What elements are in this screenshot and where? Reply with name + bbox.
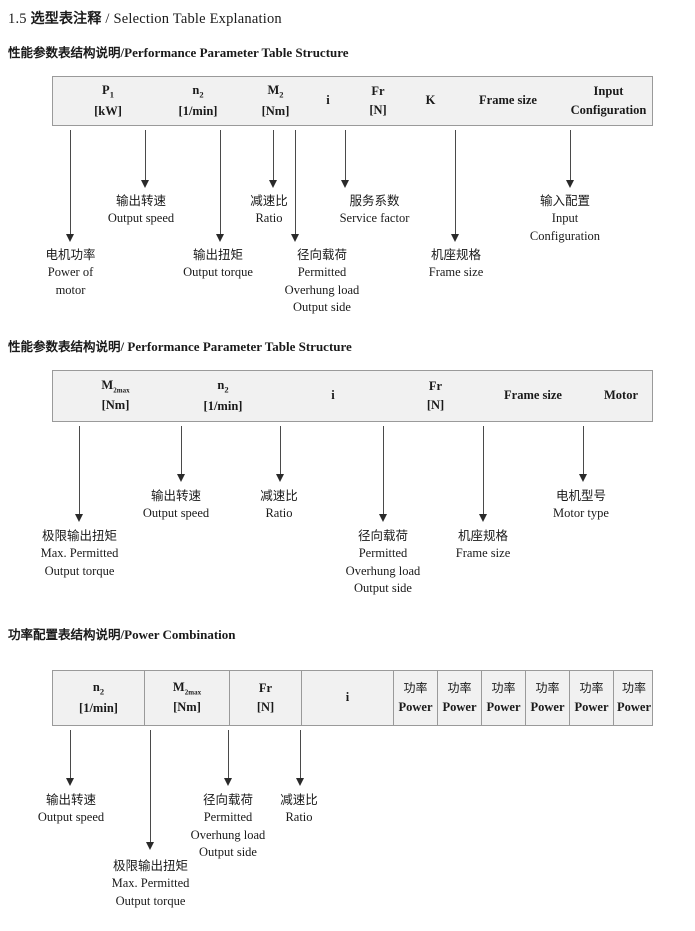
annotation-service-factor: 服务系数 Service factor bbox=[339, 193, 410, 225]
table2-cell-m2max: M2max [Nm] bbox=[53, 371, 178, 421]
annotation-permitted-overhung-load-3: 径向载荷 Permitted Overhung load Output side bbox=[190, 792, 266, 860]
table2-cell-n2-unit: [1/min] bbox=[203, 398, 243, 413]
table3-cell-power-6: 功率 Power bbox=[616, 681, 651, 714]
table3-cell-n2-unit: [1/min] bbox=[79, 700, 118, 715]
table3-cell-power-5: 功率 Power bbox=[570, 671, 614, 725]
section3-title-en: Power Combination bbox=[124, 627, 236, 642]
table2-cell-i: i bbox=[331, 388, 335, 403]
table1-cell-m2-unit: [Nm] bbox=[261, 103, 290, 118]
section3-title-cn: 功率配置表结构说明 bbox=[8, 627, 121, 642]
arrow-permitted-overhung-load-3 bbox=[223, 730, 234, 786]
arrow-service-factor bbox=[340, 130, 351, 188]
arrow-output-torque bbox=[215, 130, 226, 242]
arrow-frame-size-2 bbox=[478, 426, 489, 522]
table1-cell-n2-unit: [1/min] bbox=[178, 103, 218, 118]
table1-cell-input-configuration-line2: Configuration bbox=[570, 103, 647, 117]
table1-cell-fr: Fr [N] bbox=[348, 77, 408, 125]
table1-cell-i: i bbox=[326, 93, 330, 108]
section-title-power-combination: 功率配置表结构说明/Power Combination bbox=[8, 624, 236, 643]
arrow-max-permitted-output-torque bbox=[74, 426, 85, 522]
arrow-motor-type bbox=[578, 426, 589, 482]
table3-cell-m2max-unit: [Nm] bbox=[173, 700, 201, 715]
arrow-permitted-overhung-load-2 bbox=[378, 426, 389, 522]
performance-parameter-table-1: P1 [kW] n2 [1/min] M2 [Nm] i Fr [N] K Fr… bbox=[52, 76, 653, 126]
section-title-cn: 性能参数表结构说明 bbox=[8, 45, 121, 60]
annotation-ratio-2: 减速比 Ratio bbox=[260, 488, 298, 520]
annotation-output-speed-2: 输出转速 Output speed bbox=[142, 488, 210, 520]
section-title-en: Performance Parameter Table Structure bbox=[124, 45, 349, 60]
arrow-ratio bbox=[268, 130, 279, 188]
annotation-permitted-overhung-load: 径向载荷 Permitted Overhung load Output side bbox=[284, 247, 360, 315]
page-title-en: Selection Table Explanation bbox=[113, 11, 282, 27]
annotation-permitted-overhung-load-2: 径向载荷 Permitted Overhung load Output side bbox=[345, 528, 421, 596]
table1-cell-frame-size: Frame size bbox=[479, 93, 537, 108]
table1-cell-p1: P1 [kW] bbox=[53, 77, 163, 125]
annotation-max-permitted-output-torque-3: 极限输出扭矩 Max. Permitted Output torque bbox=[111, 858, 190, 908]
annotation-output-torque: 输出扭矩 Output torque bbox=[183, 247, 253, 279]
section2-title-sep: / bbox=[120, 339, 125, 354]
table1-cell-input-configuration: Input Configuration bbox=[563, 77, 654, 125]
table2-cell-n2: n2 [1/min] bbox=[168, 371, 278, 421]
table3-cell-power-2: 功率 Power bbox=[438, 671, 482, 725]
table1-cell-p1-unit: [kW] bbox=[94, 103, 122, 118]
annotation-power-of-motor: 电机功率 Power of motor bbox=[45, 247, 96, 297]
table2-cell-m2max-unit: [Nm] bbox=[101, 398, 130, 413]
annotation-input-configuration: 输入配置 Input Configuration bbox=[529, 193, 601, 243]
table3-cell-fr: Fr [N] bbox=[230, 671, 302, 725]
table3-cell-n2: n2 [1/min] bbox=[53, 671, 145, 725]
table3-cell-power-4: 功率 Power bbox=[526, 671, 570, 725]
table3-cell-power-1: 功率 Power bbox=[394, 671, 438, 725]
table3-cell-fr-unit: [N] bbox=[256, 700, 275, 714]
arrow-ratio-3 bbox=[295, 730, 306, 786]
table3-cell-power-3: 功率 Power bbox=[482, 671, 526, 725]
section2-title-cn: 性能参数表结构说明 bbox=[8, 339, 121, 354]
table3-cell-m2max: M2max [Nm] bbox=[145, 671, 230, 725]
performance-parameter-table-2: M2max [Nm] n2 [1/min] i Fr [N] Frame siz… bbox=[52, 370, 653, 422]
annotation-frame-size: 机座规格 Frame size bbox=[428, 247, 484, 279]
annotation-max-permitted-output-torque: 极限输出扭矩 Max. Permitted Output torque bbox=[40, 528, 119, 578]
annotation-ratio-3: 减速比 Ratio bbox=[280, 792, 318, 824]
page-title-number: 1.5 bbox=[8, 11, 27, 27]
table2-cell-fr: Fr [N] bbox=[398, 371, 473, 421]
annotation-output-speed-3: 输出转速 Output speed bbox=[37, 792, 105, 824]
arrow-max-permitted-output-torque-3 bbox=[145, 730, 156, 850]
table2-cell-frame-size: Frame size bbox=[504, 388, 562, 403]
section-title-performance-parameter-1: 性能参数表结构说明/Performance Parameter Table St… bbox=[8, 42, 349, 61]
table1-cell-n2: n2 [1/min] bbox=[148, 77, 248, 125]
annotation-ratio: 减速比 Ratio bbox=[250, 193, 288, 225]
arrow-output-speed-2 bbox=[176, 426, 187, 482]
table2-cell-motor: Motor bbox=[603, 388, 638, 403]
annotation-frame-size-2: 机座规格 Frame size bbox=[455, 528, 511, 560]
annotation-output-speed: 输出转速 Output speed bbox=[107, 193, 175, 225]
table1-cell-k: K bbox=[425, 93, 436, 108]
page-title: 1.5 选型表注释 / Selection Table Explanation bbox=[8, 8, 282, 28]
page-title-cn: 选型表注释 bbox=[30, 11, 102, 27]
arrow-input-configuration bbox=[565, 130, 576, 188]
arrow-output-speed-3 bbox=[65, 730, 76, 786]
annotation-motor-type: 电机型号 Motor type bbox=[553, 488, 609, 520]
section2-title-en: Performance Parameter Table Structure bbox=[127, 339, 352, 354]
table1-cell-fr-unit: [N] bbox=[369, 103, 387, 117]
section3-title-sep: / bbox=[120, 627, 125, 642]
arrow-ratio-2 bbox=[275, 426, 286, 482]
power-combination-table: n2 [1/min] M2max [Nm] Fr [N] i 功率 Power … bbox=[52, 670, 653, 726]
arrow-frame-size bbox=[450, 130, 461, 242]
page-title-separator: / bbox=[105, 11, 110, 27]
table2-cell-fr-unit: [N] bbox=[426, 398, 445, 412]
section-title-performance-parameter-2: 性能参数表结构说明/ Performance Parameter Table S… bbox=[8, 336, 352, 355]
section-title-sep: / bbox=[120, 45, 125, 60]
arrow-output-speed bbox=[140, 130, 151, 188]
arrow-power-of-motor bbox=[65, 130, 76, 242]
table3-cell-i: i bbox=[302, 671, 394, 725]
table1-cell-m2: M2 [Nm] bbox=[233, 77, 318, 125]
